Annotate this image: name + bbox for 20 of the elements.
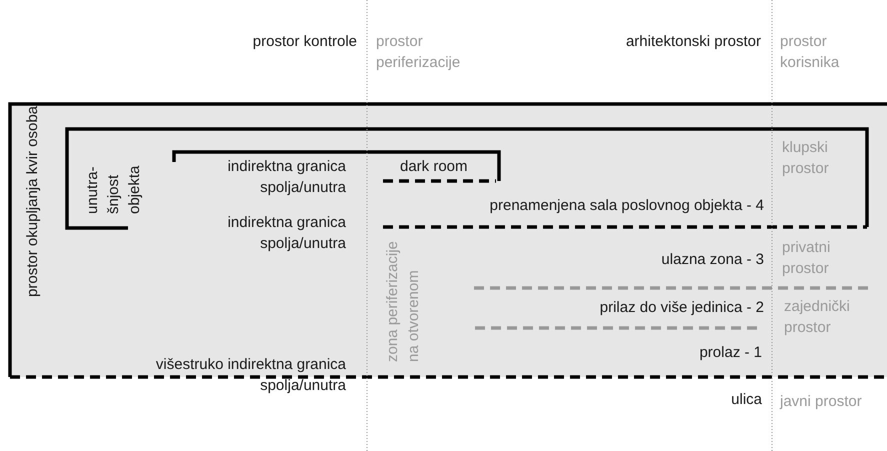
area-label: unutra-šnjost objekta	[83, 164, 144, 214]
zone-heading: arhitektonski prostor	[626, 32, 761, 52]
zone-heading: prostor kontrole	[252, 32, 357, 52]
space-label: prenamenjena sala poslovnog objekta - 4	[490, 196, 764, 216]
area-label: zona periferizacije na otvorenom	[383, 240, 423, 362]
space-type-label: javni prostor	[780, 392, 862, 412]
space-type-label: klupski prostor	[782, 138, 830, 179]
zone-heading: prostor korisnika	[780, 32, 840, 73]
boundary-label: indirektna granica spolja/unutra	[226, 213, 346, 254]
area-label: prostor okupljanja kvir osoba	[23, 106, 42, 297]
boundary-label: višestruko indirektna granica spolja/unutra	[154, 355, 346, 396]
space-label: ulica	[731, 390, 762, 410]
space-label: prolaz - 1	[699, 343, 762, 363]
zone-heading: prostor periferizacije	[376, 32, 462, 73]
space-type-label: privatni prostor	[782, 238, 832, 279]
space-label: prilaz do više jedinica - 2	[600, 298, 764, 318]
space-type-label: zajednički prostor	[784, 297, 851, 338]
space-label: dark room	[400, 157, 468, 177]
boundary-label: indirektna granica spolja/unutra	[226, 157, 346, 198]
space-label: ulazna zona - 3	[661, 250, 764, 270]
